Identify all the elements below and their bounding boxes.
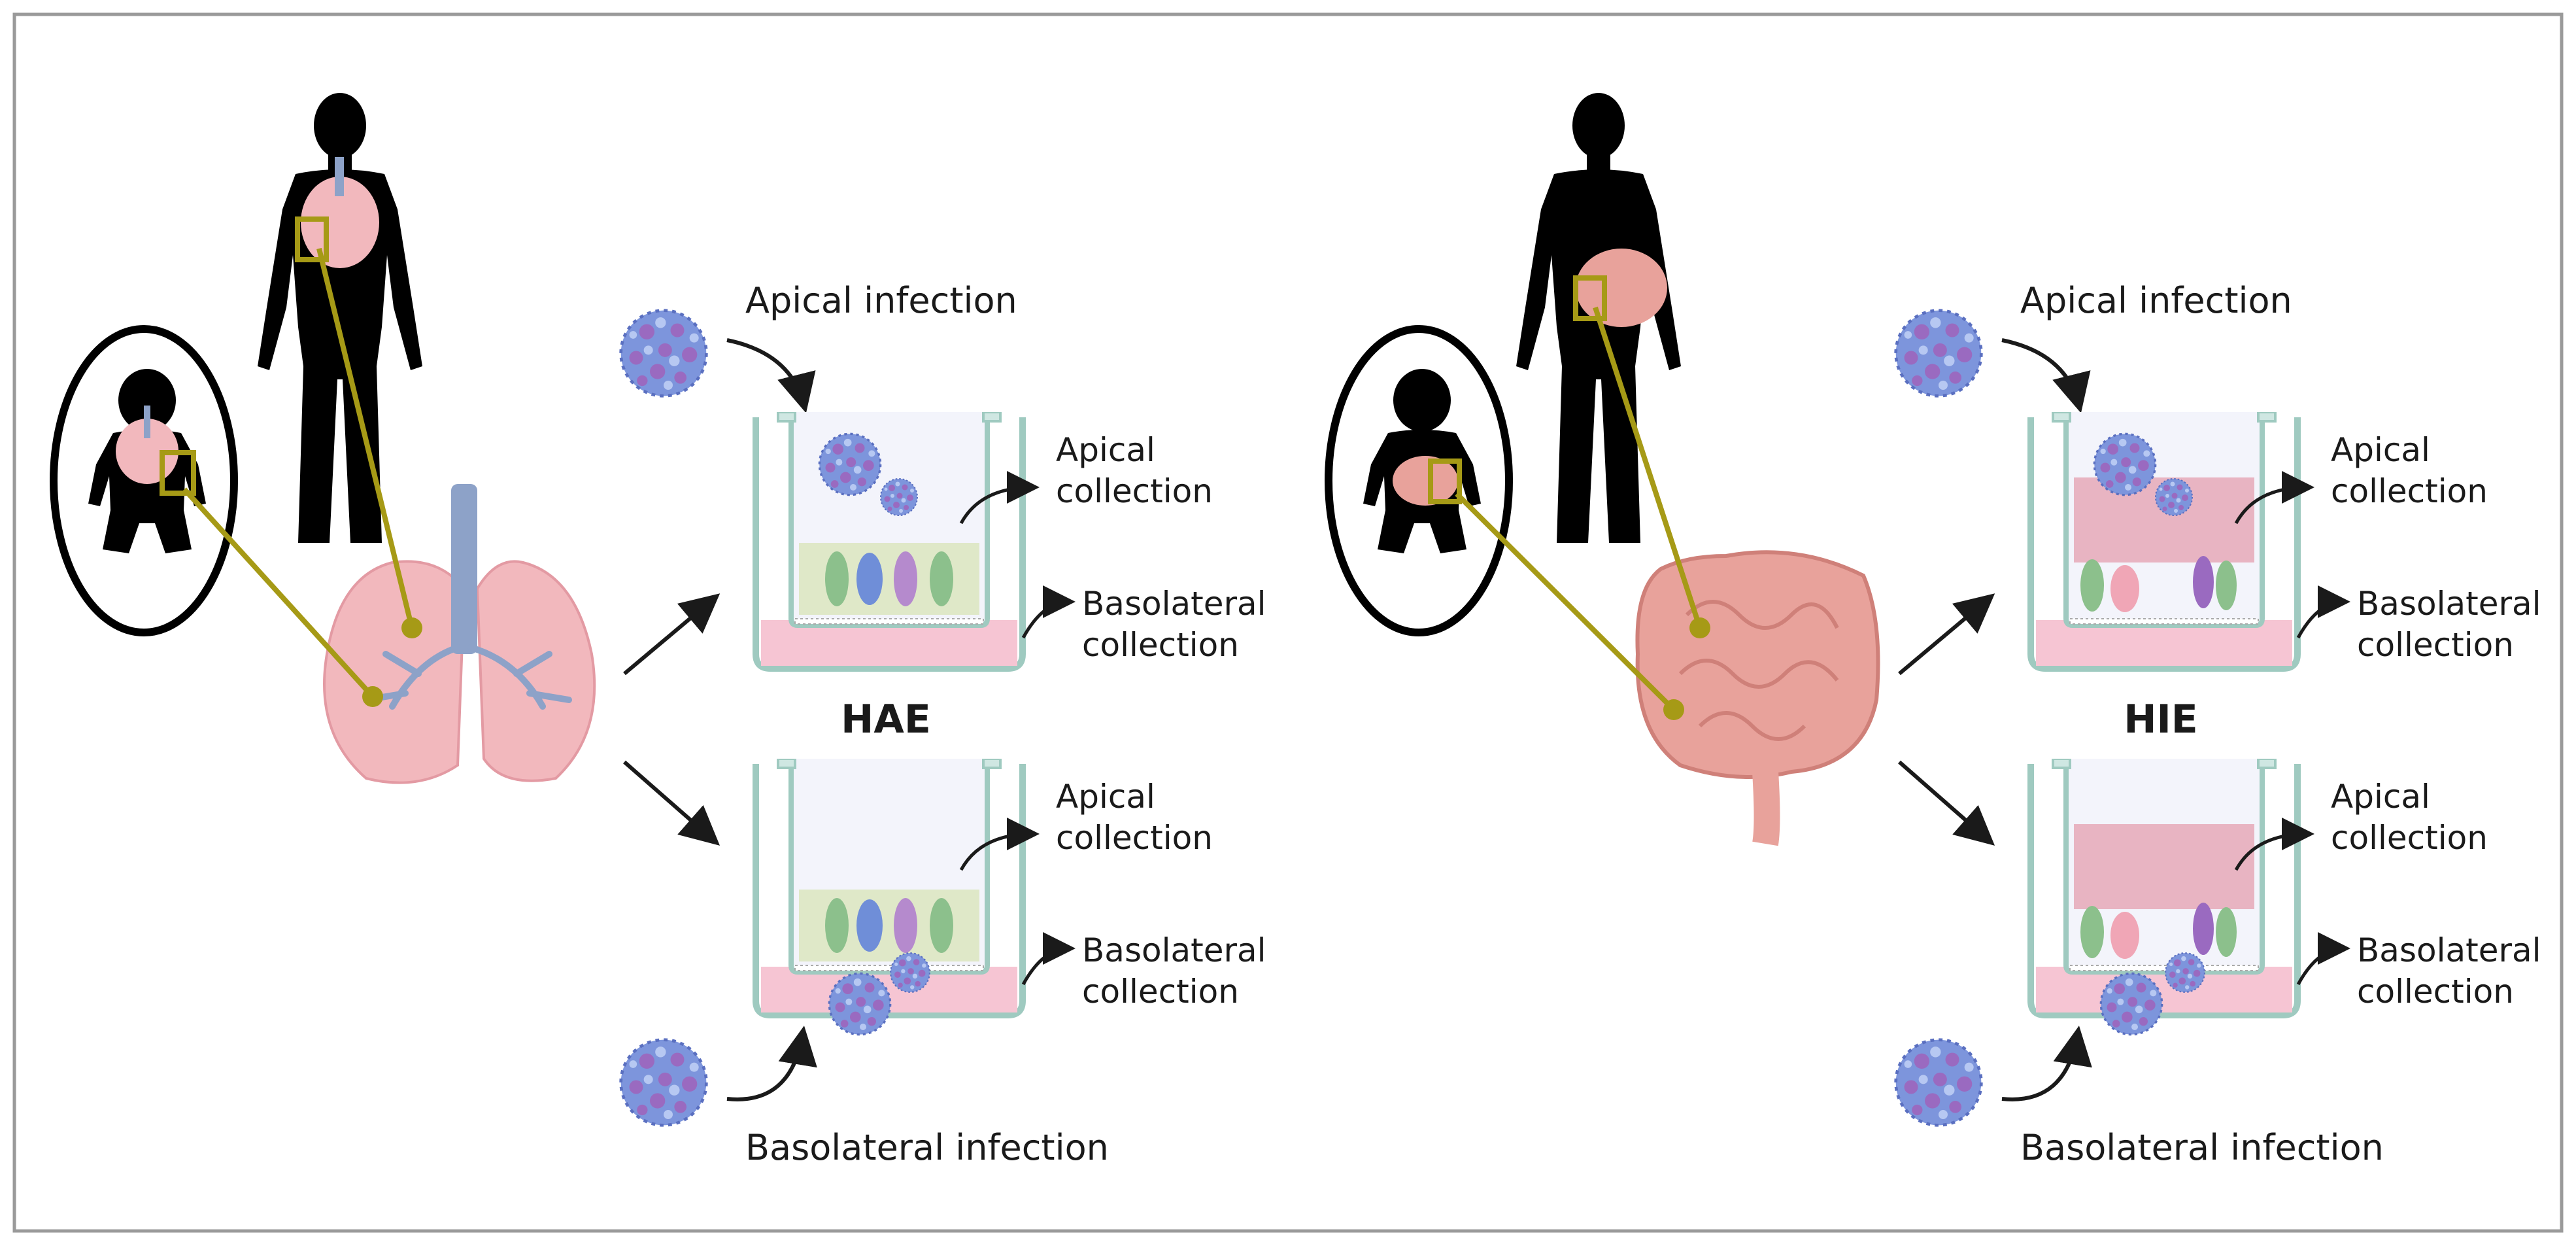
virus-particle-apical-source [621, 311, 707, 396]
basolateral-collection-arrow [1021, 585, 1076, 639]
intestine-illustration [1635, 550, 1880, 846]
connector-line-infant [182, 487, 375, 699]
basolateral-collection-arrow-lower [1021, 932, 1076, 986]
transwell-apical-infection-intestine [2031, 412, 2297, 668]
basolateral-infection-label-intestine: Basolateral infection [2020, 1127, 2384, 1168]
arrow-to-basolateral-well [623, 760, 720, 846]
basolateral-infection-arrow-intestine [2001, 1026, 2092, 1101]
apical-collection-arrow [959, 471, 1040, 525]
virus-particle-apical-source-intestine [1896, 311, 1982, 396]
transwell-basolateral-infection-intestine [2031, 759, 2297, 1036]
arrow-to-basolateral-well-intestine [1898, 760, 1995, 846]
infant-zoom-box [160, 450, 196, 496]
connector-line-infant-intestine [1455, 492, 1676, 712]
apical-collection-label-line2-lower: collection [1056, 819, 1213, 857]
intestine-panel: Apical infection Apical collection Basol… [1325, 93, 2541, 1168]
basolateral-collection-label-line1-intestine: Basolateral [2357, 585, 2541, 623]
apical-collection-label-line2: collection [1056, 472, 1213, 510]
apical-collection-arrow-intestine [2234, 471, 2314, 525]
adult-zoom-box-intestine [1573, 275, 1607, 321]
infant-oval-lung [50, 325, 238, 636]
transwell-basolateral-infection [756, 759, 1023, 1036]
basolateral-collection-label-line2-lower-intestine: collection [2357, 973, 2514, 1011]
adult-silhouette-lung [258, 93, 422, 543]
apical-collection-label-line1-intestine: Apical [2331, 431, 2430, 469]
virus-particle-basolateral-source-intestine [1896, 1040, 1982, 1126]
apical-collection-label-line2-intestine: collection [2331, 472, 2488, 510]
adult-silhouette-intestine [1516, 93, 1681, 543]
basolateral-collection-label-line1-lower: Basolateral [1082, 931, 1266, 969]
basolateral-collection-label-line2-intestine: collection [2357, 626, 2514, 664]
connector-line-adult [316, 248, 415, 629]
virus-particle-basolateral-source [621, 1040, 707, 1126]
basolateral-collection-label-line2: collection [1082, 626, 1239, 664]
apical-collection-arrow-lower [959, 818, 1040, 871]
apical-infection-arrow [726, 338, 816, 413]
apical-collection-arrow-lower-intestine [2234, 818, 2314, 871]
apical-infection-label: Apical infection [745, 280, 1017, 321]
lungs-illustration [323, 484, 596, 784]
infant-oval-intestine [1325, 325, 1513, 636]
basolateral-infection-label: Basolateral infection [745, 1127, 1109, 1168]
apical-infection-label-intestine: Apical infection [2020, 280, 2292, 321]
apical-collection-label-line1-lower: Apical [1056, 778, 1155, 816]
apical-collection-label-line1-lower-intestine: Apical [2331, 778, 2430, 816]
adult-zoom-box [295, 216, 329, 262]
basolateral-infection-arrow [726, 1026, 817, 1101]
model-label-hie: HIE [2124, 697, 2198, 742]
basolateral-collection-arrow-lower-intestine [2296, 932, 2350, 986]
apical-collection-label-line2-lower-intestine: collection [2331, 819, 2488, 857]
connector-line-adult-intestine [1593, 306, 1703, 629]
basolateral-collection-label-line1-lower-intestine: Basolateral [2357, 931, 2541, 969]
basolateral-collection-arrow-intestine [2296, 585, 2350, 639]
airway-panel: Apical infection Apical collection Basol… [50, 93, 1266, 1168]
infant-zoom-box-intestine [1428, 459, 1462, 504]
basolateral-collection-label-line1: Basolateral [1082, 585, 1266, 623]
apical-collection-label-line1: Apical [1056, 431, 1155, 469]
model-label-hae: HAE [841, 697, 931, 742]
basolateral-collection-label-line2-lower: collection [1082, 973, 1239, 1011]
transwell-apical-infection [756, 412, 1023, 668]
arrow-to-apical-well-intestine [1898, 593, 1995, 676]
apical-infection-arrow-intestine [2001, 338, 2091, 413]
arrow-to-apical-well [623, 593, 720, 676]
